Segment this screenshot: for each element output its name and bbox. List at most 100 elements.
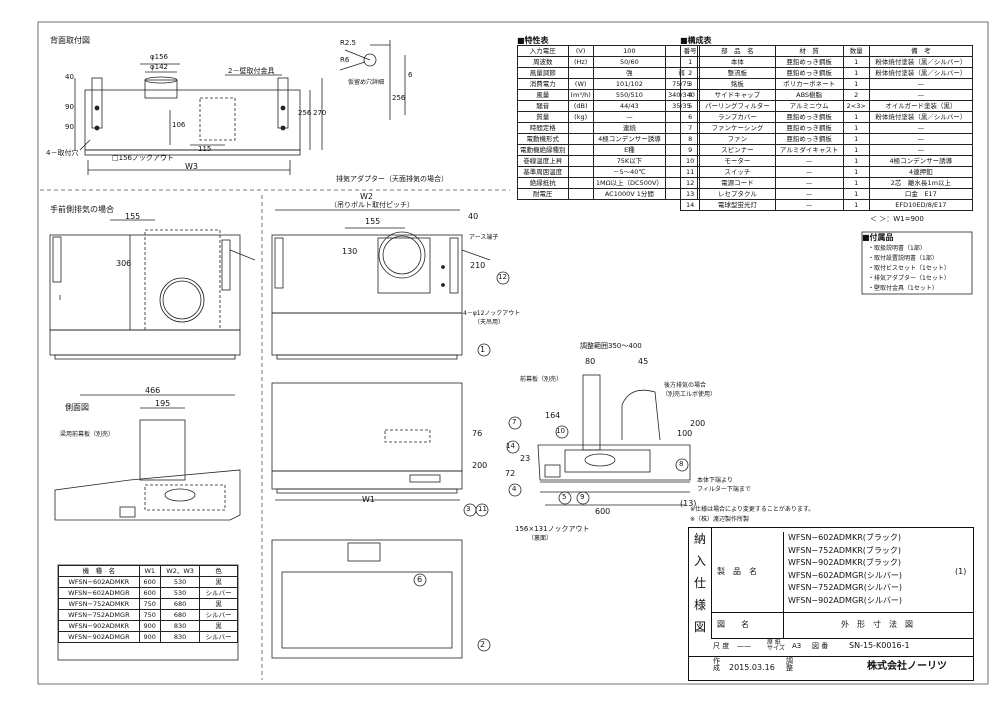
spec-row-cell: 耐電圧 (517, 188, 569, 200)
note1: ※仕様は場合により変更することがあります。 (690, 506, 815, 513)
model-row-cell: シルバー (199, 587, 238, 599)
dim-256b: 256 (298, 109, 312, 117)
date-value: 2015.03.16 (729, 663, 775, 672)
nounyu-char: 図 (693, 620, 706, 634)
date-row: 作 成 2015.03.16 調 整 株式会社ノーリツ (689, 656, 973, 680)
parts-row-cell: — (774, 166, 844, 178)
dim-80: 80 (585, 357, 596, 366)
side-view-title: 側面図 (65, 403, 89, 412)
parts-row-cell: 亜鉛めっき鋼板 (774, 67, 844, 79)
dim-200b: 200 (690, 419, 706, 428)
paper-value: A3 (792, 642, 802, 650)
callout-3: 3 (466, 505, 471, 513)
body-bottom-label: 本体下端より (697, 477, 733, 484)
dim-115: 115 (198, 145, 212, 153)
parts-row-cell: EFD10ED/8/E17 (868, 199, 974, 211)
nounyu-char: 様 (693, 598, 706, 612)
dim-72: 72 (505, 469, 516, 478)
knockout-back-sub: （裏面） (528, 535, 553, 542)
parts-row-cell: スピンナー (699, 144, 776, 156)
parts-row-cell: 2芯 離水長1m以上 (868, 177, 974, 189)
dim-270: 270 (313, 109, 327, 117)
parts-row-cell: — (774, 177, 844, 189)
spec-row-cell: 入力電圧 (517, 45, 569, 57)
dim-256: 256 (392, 94, 406, 102)
spec-row-cell (567, 67, 594, 79)
parts-row-cell: 1 (842, 111, 870, 123)
callout-8: 8 (679, 460, 684, 468)
dim-13: (13) (680, 499, 697, 508)
made-label: 作 成 (713, 657, 720, 672)
parts-note: ＜ ＞：W1=900 (870, 215, 924, 223)
scale-value: —— (737, 642, 751, 650)
model-row-cell: 750 (138, 598, 161, 610)
dim-40b: 40 (468, 212, 479, 221)
parts-row-cell: 1 (842, 188, 870, 200)
dim-w3: W3 (185, 162, 198, 171)
parts-row-cell: 7 (679, 122, 701, 134)
knockout-156-label: □156ノックアウト (112, 154, 174, 162)
parts-row-cell: 整流板 (699, 67, 776, 79)
parts-row-cell: 1 (842, 78, 870, 90)
spec-row-cell: 50/60 (592, 56, 666, 68)
spec-row-cell: 電動機形式 (517, 133, 569, 145)
spec-row-cell (567, 188, 594, 200)
callout-1: 1 (480, 345, 486, 354)
spec-row-cell: 周波数 (517, 56, 569, 68)
model-header-cell: W2、W3 (159, 565, 201, 577)
parts-row-cell: 1 (842, 56, 870, 68)
parts-row-cell: 1 (842, 177, 870, 189)
parts-row-cell: 11 (679, 166, 701, 178)
spec-row-cell: (dB) (567, 100, 594, 112)
parts-header: 番号部 品 名材 質数量備 考 (679, 45, 974, 57)
spec-row-cell: 強 (592, 67, 666, 79)
dim-130: 130 (342, 247, 358, 256)
parts-row-cell: — (868, 89, 974, 101)
parts-row-cell: 4 (679, 89, 701, 101)
filter-bottom-label: フィルター下端まで (697, 486, 751, 493)
mount-hole-label: 4－取付穴 (46, 149, 79, 157)
product-names: WFSN−602ADMKR(ブラック)WFSN−752ADMKR(ブラック)WF… (783, 532, 902, 612)
dim-90a: 90 (65, 103, 74, 111)
spec-row-cell (567, 166, 594, 178)
parts-row-cell: オイルガード塗装（黒） (868, 100, 974, 112)
parts-row-cell: 電球型蛍光灯 (699, 199, 776, 211)
spec-row-cell: －5～40℃ (592, 166, 666, 178)
dim-195: 195 (155, 399, 171, 408)
spec-row: 周波数(Hz)50/60 (517, 56, 698, 68)
spec-row-cell: 騒音 (517, 100, 569, 112)
model-row-cell: 900 (138, 620, 161, 632)
parts-row-cell: 4連押釦 (868, 166, 974, 178)
model-row-cell: シルバー (199, 609, 238, 621)
callout-11: 11 (478, 505, 487, 513)
dim-600: 600 (595, 507, 611, 516)
paper-label: 原 紙 サイズ (767, 639, 785, 652)
parts-row-cell: スイッチ (699, 166, 776, 178)
knockout-4-sub: （天吊用） (474, 319, 505, 326)
spec-row-cell: 1MΩ以上（DC500V） (592, 177, 666, 189)
number-label: 図 番 (812, 642, 829, 650)
parts-row-cell: 5 (679, 100, 701, 112)
drawing-name: 外 形 寸 法 図 (841, 620, 913, 629)
model-row-cell: WFSN−752ADMGR (58, 609, 140, 621)
parts-row-cell: — (868, 78, 974, 90)
parts-row-cell: 本体 (699, 56, 776, 68)
dim-210: 210 (470, 261, 486, 270)
callout-2: 2 (480, 640, 486, 649)
dim-40: 40 (65, 73, 74, 81)
model-row-cell: 830 (159, 631, 201, 643)
callout-12: 12 (498, 273, 507, 281)
parts-row-cell: — (774, 155, 844, 167)
